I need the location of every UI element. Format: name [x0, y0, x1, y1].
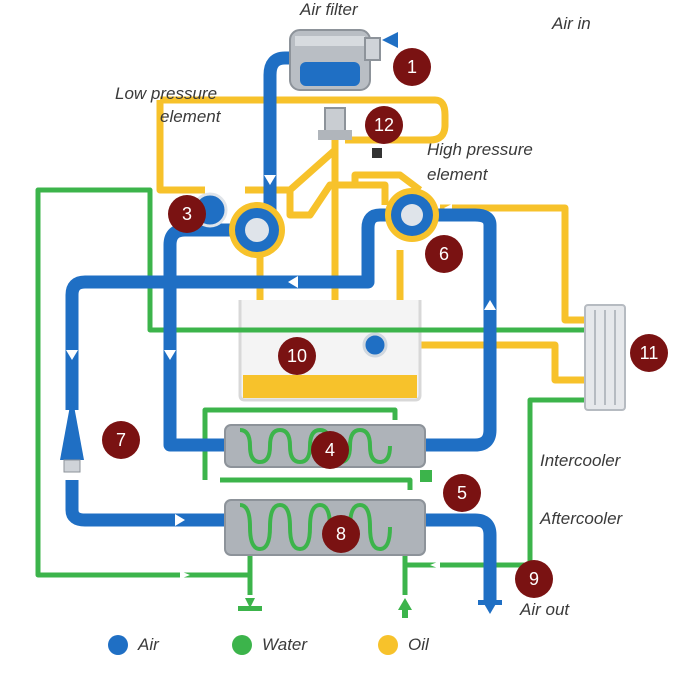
valve-body — [324, 107, 346, 134]
legend-water-dot — [232, 635, 252, 655]
rotor-icon — [401, 204, 423, 226]
oil-line — [375, 341, 585, 384]
badge-8: 8 — [322, 515, 360, 553]
air-line — [263, 51, 300, 215]
badge-5: 5 — [443, 474, 481, 512]
intercooler-coil — [239, 427, 392, 465]
air-line — [65, 480, 225, 527]
label-air-out: Air out — [520, 600, 570, 619]
label-high-pressure-element: element — [427, 165, 488, 184]
air-flow-arrow — [66, 350, 78, 360]
badge-9: 9 — [515, 560, 553, 598]
air-filter-highlight — [295, 36, 365, 46]
oil-line — [160, 96, 449, 144]
water-line — [220, 477, 413, 490]
label-high-pressure: High pressure — [427, 140, 533, 159]
legend-oil-dot — [378, 635, 398, 655]
oil-line — [351, 171, 423, 193]
badge-6: 6 — [425, 235, 463, 273]
label-intercooler: Intercooler — [540, 451, 621, 470]
drain-valve — [63, 459, 81, 473]
badge-3: 3 — [168, 195, 206, 233]
air-filter-outlet — [300, 62, 360, 86]
water-flow-arrow — [430, 561, 440, 569]
rotor-icon — [245, 218, 269, 242]
oil-line — [286, 181, 389, 219]
badge-4: 4 — [311, 431, 349, 469]
label-low-pressure-element: element — [160, 107, 221, 126]
water-in-stem — [402, 608, 408, 618]
badge-10: 10 — [278, 337, 316, 375]
air-out-bar — [478, 600, 502, 605]
oil-line — [156, 100, 205, 194]
valve-base — [318, 130, 352, 140]
condensate-drain — [420, 470, 432, 482]
legend-oil-label: Oil — [408, 635, 429, 654]
label-air-in: Air in — [552, 14, 591, 33]
air-line — [425, 513, 497, 600]
air-line — [410, 208, 497, 452]
water-in-arrow — [398, 598, 412, 610]
air-filter-inlet — [364, 37, 381, 61]
air-line — [163, 223, 230, 452]
aftercooler-coil — [239, 502, 392, 552]
badge-7: 7 — [102, 421, 140, 459]
water-separator — [60, 395, 84, 460]
legend-air-dot — [108, 635, 128, 655]
label-low-pressure: Low pressure — [115, 84, 218, 103]
water-out-arrow — [245, 598, 255, 608]
water-flow-arrow — [180, 571, 190, 579]
legend-water-label: Water — [262, 635, 308, 654]
label-air-filter: Air filter — [300, 0, 358, 19]
air-flow-arrow — [175, 514, 185, 526]
badge-12: 12 — [365, 106, 403, 144]
badge-1: 1 — [393, 48, 431, 86]
label-aftercooler: Aftercooler — [540, 509, 623, 528]
legend-air-label: Air — [138, 635, 159, 654]
oil-separator — [362, 332, 388, 358]
valve-check — [372, 148, 382, 158]
air-flow-arrow — [264, 175, 276, 185]
oil-line — [440, 204, 585, 324]
air-flow-arrow — [164, 350, 176, 360]
air-in-arrow — [382, 32, 398, 48]
air-flow-arrow — [288, 276, 298, 288]
water-out-bar — [238, 606, 262, 611]
air-line — [65, 208, 410, 410]
air-flow-arrow — [484, 300, 496, 310]
oil-level — [243, 375, 417, 398]
badge-11: 11 — [630, 334, 668, 372]
air-circuit — [65, 51, 497, 600]
oil-line — [245, 140, 339, 194]
